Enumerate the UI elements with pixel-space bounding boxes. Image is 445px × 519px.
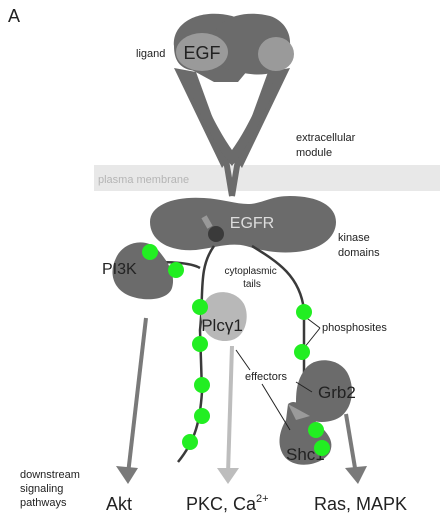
extracellular-label-line1: extracellular	[296, 132, 356, 144]
downstream-label-line2: signaling	[20, 483, 63, 495]
output-ras-mapk: Ras, MAPK	[314, 494, 407, 514]
phosphosite-dot	[294, 344, 310, 360]
phosphosites-label: phosphosites	[322, 322, 387, 334]
output-pkc-superscript: 2+	[256, 493, 269, 505]
cytoplasmic-tail-left	[178, 246, 214, 462]
arrow-to-pkc	[228, 346, 232, 474]
output-akt: Akt	[106, 494, 132, 514]
egfr-label: EGFR	[230, 215, 274, 232]
cyto-label-line1: cytoplasmic	[224, 266, 276, 277]
phosphosite-dot	[142, 244, 158, 260]
arrow-to-akt	[128, 318, 146, 474]
kinase-domains-label: kinase domains	[338, 232, 380, 259]
downstream-label-line3: pathways	[20, 497, 67, 509]
output-pkc-ca: PKC, Ca2+	[186, 493, 269, 514]
phosphosite-dot	[308, 422, 324, 438]
output-pkc-text: PKC, Ca	[186, 494, 257, 514]
phosphosite-dot	[194, 408, 210, 424]
arrowhead-akt	[116, 466, 138, 484]
panel-label: A	[8, 6, 20, 26]
arrowhead-ras	[345, 466, 367, 484]
ligand-label: ligand	[136, 48, 165, 60]
phosphosite-dot	[192, 336, 208, 352]
plcg1-label: Plcγ1	[201, 316, 243, 335]
phosphosite-dot	[192, 299, 208, 315]
pi3k-label: PI3K	[102, 261, 137, 278]
phosphosite-dot	[194, 377, 210, 393]
plasma-membrane-label: plasma membrane	[98, 174, 189, 186]
arrowhead-pkc	[217, 468, 239, 484]
grb2-label: Grb2	[318, 383, 356, 402]
cytoplasmic-tails-label: cytoplasmic tails	[224, 266, 279, 290]
kinase-label-line1: kinase	[338, 232, 370, 244]
phosphosite-dot	[314, 440, 330, 456]
egf-ligand-right	[258, 37, 294, 71]
phosphosites-leaders	[304, 316, 320, 348]
phosphosite-dot	[182, 434, 198, 450]
cyto-label-line2: tails	[243, 279, 261, 290]
egf-label: EGF	[183, 43, 220, 63]
downstream-label-line1: downstream	[20, 469, 80, 481]
phosphosite-dot	[296, 304, 312, 320]
kinase-label-line2: domains	[338, 247, 380, 259]
downstream-label: downstream signaling pathways	[20, 469, 83, 509]
extracellular-label-line2: module	[296, 147, 332, 159]
effectors-label: effectors	[245, 371, 287, 383]
arrow-to-ras	[346, 414, 356, 474]
extracellular-label: extracellular module	[296, 132, 358, 159]
phosphosite-dot	[168, 262, 184, 278]
